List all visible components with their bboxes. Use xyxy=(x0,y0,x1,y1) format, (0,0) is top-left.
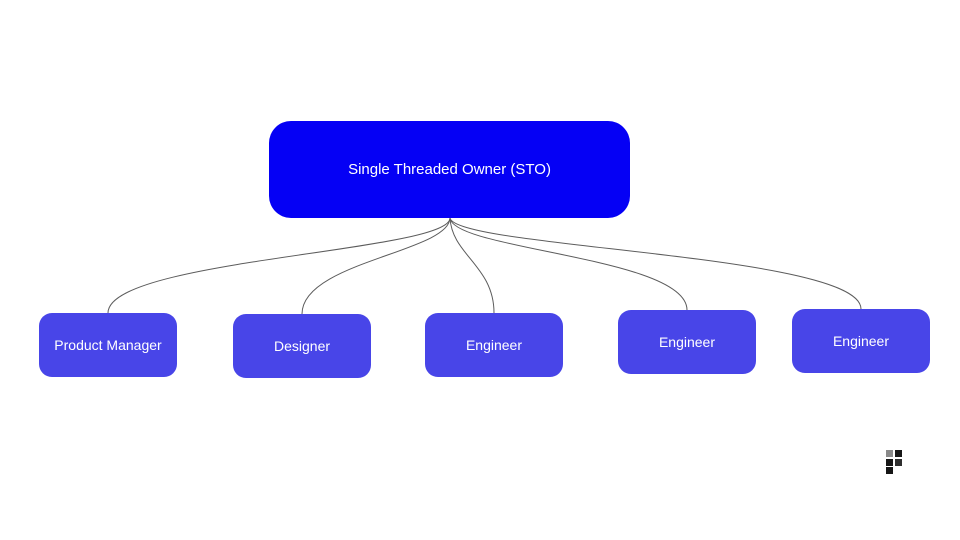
node-sto-label: Single Threaded Owner (STO) xyxy=(348,161,551,178)
connector-root-to-engineer-3 xyxy=(449,217,862,310)
logo-pixel xyxy=(886,458,893,466)
node-product-manager[interactable]: Product Manager xyxy=(39,313,177,377)
logo-pixel xyxy=(894,450,902,457)
connector-root-to-product-manager xyxy=(107,217,451,314)
logo-pixel xyxy=(886,467,893,474)
node-engineer-1-label: Engineer xyxy=(465,336,523,353)
node-product-manager-label: Product Manager xyxy=(54,336,162,353)
node-designer[interactable]: Designer xyxy=(233,314,371,378)
node-engineer-1[interactable]: Engineer xyxy=(425,313,563,377)
logo-pixel xyxy=(886,450,893,457)
node-designer-label: Designer xyxy=(273,337,331,354)
node-engineer-2-label: Engineer xyxy=(658,333,716,350)
connector-root-to-designer xyxy=(301,217,451,315)
node-engineer-3-label: Engineer xyxy=(832,332,890,349)
connector-root-to-engineer-2 xyxy=(449,217,688,311)
node-engineer-3[interactable]: Engineer xyxy=(792,309,930,373)
node-engineer-2[interactable]: Engineer xyxy=(618,310,756,374)
pixel-grid-logo-icon xyxy=(886,450,903,475)
connector-root-to-engineer-1 xyxy=(449,217,495,314)
logo-pixel xyxy=(894,458,902,466)
node-sto[interactable]: Single Threaded Owner (STO) xyxy=(269,121,630,218)
logo-pixel xyxy=(895,467,902,474)
